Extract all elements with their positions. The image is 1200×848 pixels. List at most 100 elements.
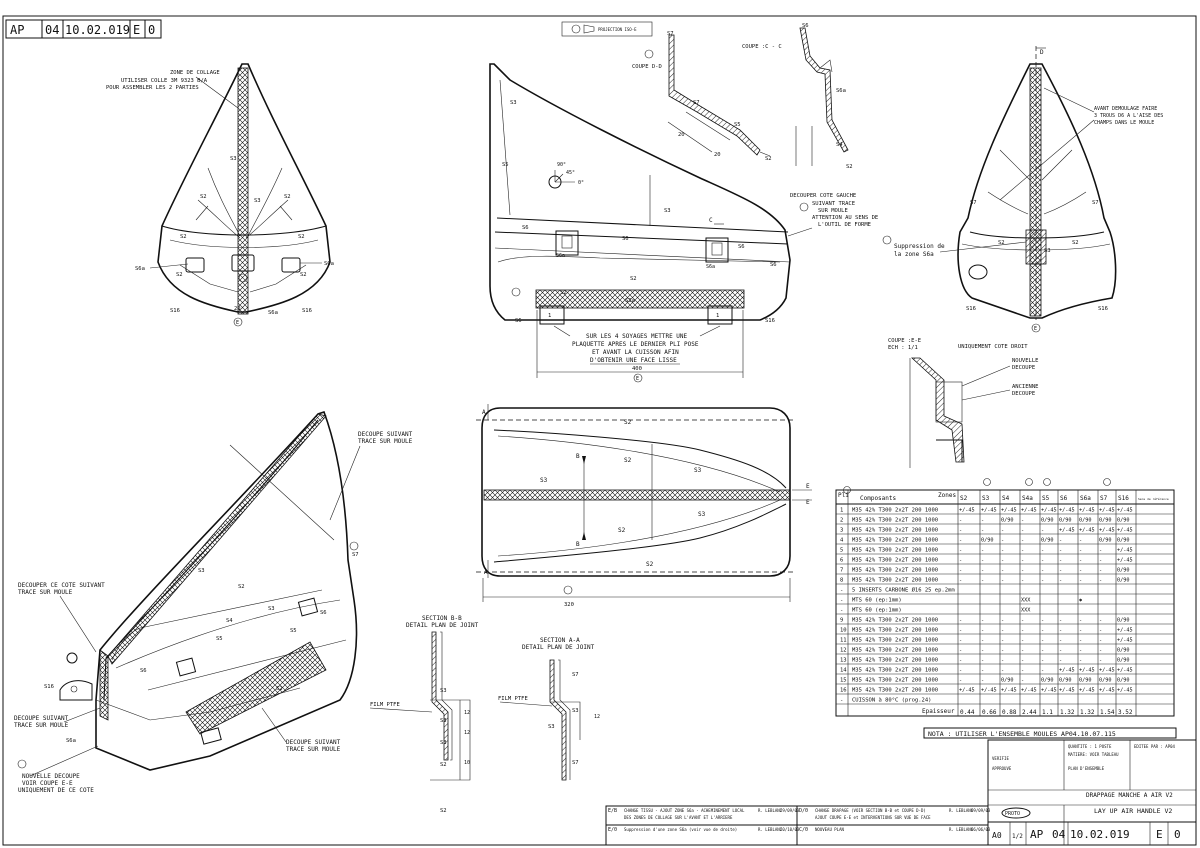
ply-cell: - [1079, 548, 1082, 554]
revision-description-2: DES ZONES DE COLLAGE SUR L'AVANT ET L'AR… [624, 815, 733, 820]
ply-row-composant: M35 42% T300 2x2T 200 1000 [852, 688, 938, 694]
view-top-left: ZONE DE COLLAGE UTILISER COLLE 3M 9323 B… [106, 63, 334, 327]
tc-decouper-3: ATTENTION AU SENS DE [812, 215, 878, 221]
view-top-right: D AVANT DEMOULAGE FAIRE 3 TROUS D6 A L'A… [882, 46, 1163, 333]
ply-cell: +/-45 [1117, 638, 1133, 644]
epaisseur-value: 0.44 [960, 709, 975, 716]
angle-1: 45° [566, 170, 575, 176]
aa-film: FILM PTFE [498, 696, 528, 702]
bb-label-4: S2 [440, 762, 447, 768]
coupe-dd-title: COUPE D-D [632, 64, 662, 70]
tr-label-5: S16 [966, 306, 976, 312]
ply-cell: - [959, 518, 962, 524]
ply-cell: +/-45 [1059, 508, 1075, 514]
c-label: C [709, 217, 713, 224]
ply-cell: - [1059, 648, 1062, 654]
bl-label-2: S3 [268, 606, 275, 612]
bc-label-6: S3 [540, 477, 548, 484]
section-aa: SECTION A-A DETAIL PLAN DE JOINT S7 S3 S… [498, 637, 600, 781]
ply-cell: - [1059, 538, 1062, 544]
ply-cell: +/-45 [1099, 668, 1115, 674]
ply-cell: - [981, 568, 984, 574]
zone-header-6: S6a [1080, 495, 1091, 502]
tb-small-3: PLAN D'ENSEMBLE [1068, 766, 1105, 771]
ply-cell: - [1001, 538, 1004, 544]
bc-label-9: A [482, 409, 486, 416]
tl-label-11: S16 [302, 308, 312, 314]
bb-label-2: S3 [440, 718, 447, 724]
ply-cell: +/-45 [959, 508, 975, 514]
revision-index: E/B [608, 808, 617, 814]
ply-cell: 0/90 [1117, 648, 1130, 654]
tc-body-7: S6 [738, 244, 745, 250]
ply-cell: - [1021, 548, 1024, 554]
tc-insert-0: SUR LES 4 SOYAGES METTRE UNE [586, 333, 688, 340]
ee-title: UNIQUEMENT COTE DROIT [958, 344, 1028, 350]
tc-insert-2: ET AVANT LA CUISSON AFIN [592, 349, 679, 356]
tc-body-3: S6 [522, 225, 529, 231]
tr-label-0: S7 [970, 200, 977, 206]
header-ref-1: 04 [45, 23, 59, 37]
ply-cell: 0/90 [1117, 518, 1130, 524]
ply-row-pli: 14 [840, 668, 847, 674]
ply-row-pli: 5 [840, 548, 843, 554]
ply-cell: - [1079, 618, 1082, 624]
ply-row-composant: M35 42% T300 2x2T 200 1000 [852, 648, 938, 654]
ply-row-pli: 8 [840, 578, 843, 584]
nota-bar: NOTA : UTILISER L'ENSEMBLE MOULES AP04.1… [923, 727, 1177, 739]
tl-label-0: S3 [230, 156, 237, 162]
tr-label-2: S2 [998, 240, 1005, 246]
ply-cell: - [981, 628, 984, 634]
ply-cell: - [1041, 648, 1044, 654]
tr-suppression-1: la zone S6a [894, 251, 934, 258]
ply-row-composant: M35 42% T300 2x2T 200 1000 [852, 628, 938, 634]
bl-trace-0: DECOUPE SUIVANT [358, 431, 413, 438]
revision-index: E/0 [608, 827, 617, 833]
cc-label-2: S4 [836, 142, 843, 148]
tr-d-label: D [1040, 49, 1044, 56]
ply-cell: - [1041, 628, 1044, 634]
bc-label-1: S2 [624, 457, 632, 464]
ply-cell: - [1099, 648, 1102, 654]
bc-label-10: A [484, 569, 488, 576]
ply-cell: - [1001, 648, 1004, 654]
ply-cell: - [1079, 638, 1082, 644]
ply-cell: 0/90 [1079, 678, 1092, 684]
header-ref-3: E [133, 23, 140, 37]
ply-cell: - [1099, 548, 1102, 554]
tl-label-9: S2 [300, 272, 307, 278]
ply-cell: - [1041, 638, 1044, 644]
zone-header-5: S6 [1060, 495, 1068, 502]
ply-cell: - [1001, 618, 1004, 624]
dd-label-3: S2 [765, 156, 772, 162]
ply-cell: +/-45 [1117, 688, 1133, 694]
revision-date: 06/06/03 [971, 827, 991, 832]
zone-header-9: Sens de référence [1138, 497, 1169, 501]
tl-label-12: 20 [234, 306, 241, 312]
bl-decoupe-1: TRACE SUR MOULE [14, 722, 69, 729]
ply-cell: - [1001, 528, 1004, 534]
bc-label-0: S2 [624, 419, 632, 426]
tc-decouper-4: L'OUTIL DE FORME [818, 222, 871, 228]
ply-cell: XXX [1021, 598, 1031, 604]
ply-cell: - [959, 658, 962, 664]
ply-cell: - [981, 518, 984, 524]
epaisseur-value: 1.32 [1060, 709, 1075, 716]
ply-cell: - [1021, 648, 1024, 654]
bl-nouvelle-2: UNIQUEMENT DE CE COTE [18, 787, 94, 794]
insert-label-1: 1 [716, 313, 719, 319]
ply-cell: - [1059, 558, 1062, 564]
tl-label-6: S6a [135, 266, 145, 272]
tc-body-12: S16 [765, 318, 775, 324]
ply-cell: 0/90 [1001, 518, 1014, 524]
ply-cell: - [1021, 658, 1024, 664]
sheet-frame [2, 15, 1197, 846]
tr-label-1: S7 [1092, 200, 1099, 206]
tb-subtitle: LAY UP AIR HANDLE V2 [1094, 807, 1172, 815]
ply-cell: +/-45 [1117, 528, 1133, 534]
bb-title-1: DETAIL PLAN DE JOINT [406, 622, 479, 629]
revision-date: 09/09/03 [971, 808, 991, 813]
